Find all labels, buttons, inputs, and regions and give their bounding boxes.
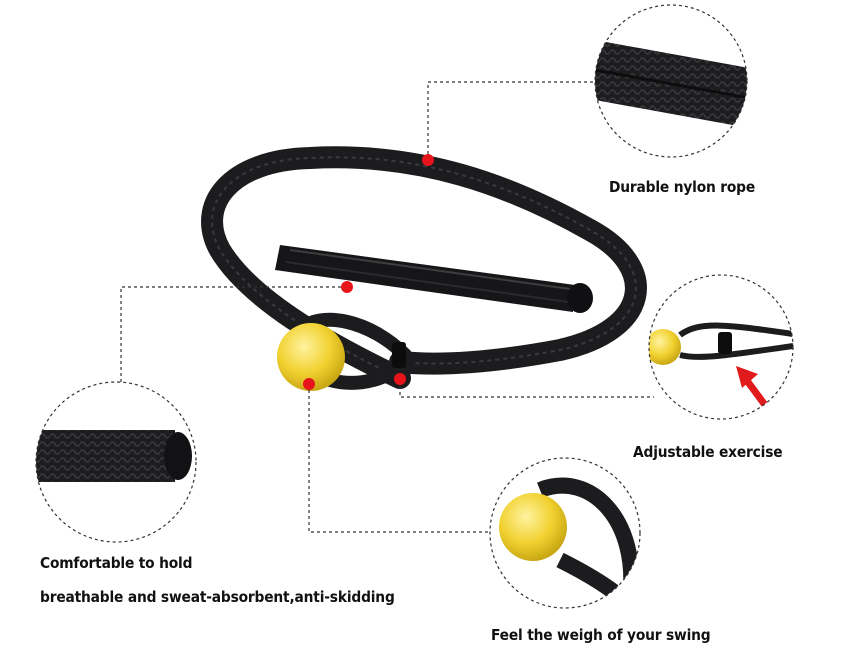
rope-clip <box>392 342 406 368</box>
detail-handle <box>35 381 197 543</box>
detail-ball <box>489 457 641 609</box>
handle <box>275 245 593 313</box>
label-breathable: breathable and sweat-absorbent,anti-skid… <box>40 588 395 606</box>
detail-rope <box>594 4 748 158</box>
marker-ball <box>303 378 315 390</box>
detail-adjust <box>648 274 794 420</box>
leader-lines <box>120 81 654 533</box>
marker-rope <box>422 154 434 166</box>
marker-handle <box>341 281 353 293</box>
marker-dots <box>303 154 434 390</box>
label-comfortable: Comfortable to hold <box>40 554 193 572</box>
yellow-ball <box>277 323 345 391</box>
marker-adjust <box>394 373 406 385</box>
label-durable-rope: Durable nylon rope <box>609 178 756 196</box>
label-feel-weight: Feel the weigh of your swing <box>491 626 711 644</box>
label-adjustable: Adjustable exercise <box>633 443 783 461</box>
